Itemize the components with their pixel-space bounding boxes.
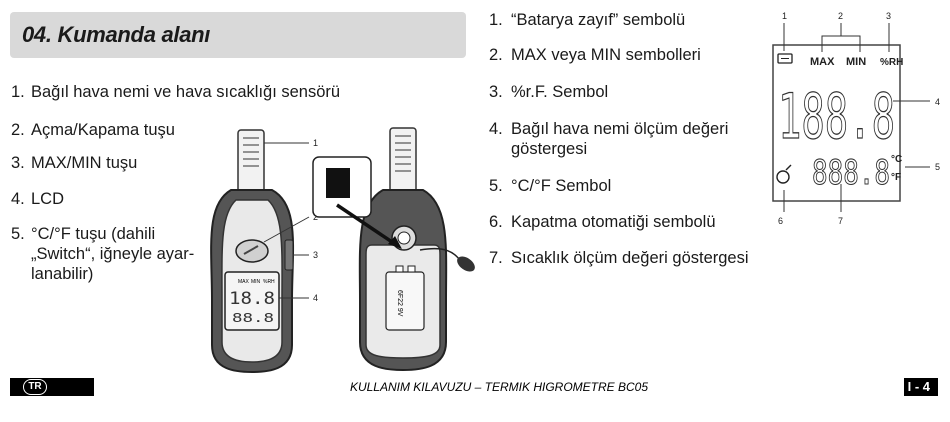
lcd-diagram: 1 2 3 4 5 6 7 MAX MIN %RH 188.8 888.8 °C… xyxy=(772,11,940,226)
device-lcd-digits: 88.8 xyxy=(232,311,274,325)
device-lcd xyxy=(224,271,280,331)
celsius-symbol: °C xyxy=(891,154,902,165)
page-number: I - 4 xyxy=(907,379,930,394)
callout-number: 2 xyxy=(313,212,318,222)
callout-number: 2 xyxy=(838,11,843,21)
max-symbol: MAX xyxy=(810,56,835,68)
list-item: 3.%r.F. Sembol xyxy=(489,83,609,101)
section-title: 04. Kumanda alanı xyxy=(22,22,211,47)
callout-number: 1 xyxy=(782,11,787,21)
auto-off-icon xyxy=(776,170,790,184)
list-item: 1.Bağıl hava nemi ve hava sıcaklığı sens… xyxy=(11,83,341,101)
footer-title: KULLANIM KILAVUZU – TERMIK HIGROMETRE BC… xyxy=(94,378,904,396)
callout-number: 3 xyxy=(313,250,318,260)
power-button xyxy=(235,239,269,263)
min-symbol: MIN xyxy=(846,56,866,68)
list-item: 7.Sıcaklık ölçüm değeri göstergesi xyxy=(489,249,749,267)
device-lcd-label: MAX xyxy=(238,279,250,285)
callout-number: 5 xyxy=(935,162,940,172)
callout-number: 4 xyxy=(313,293,318,303)
callout-number: 7 xyxy=(838,216,843,226)
device-lcd-label: %RH xyxy=(263,279,275,285)
list-item: 3.MAX/MIN tuşu xyxy=(11,154,138,172)
battery-label: 6F22 9V xyxy=(396,290,403,317)
list-item: 2.Açma/Kapama tuşu xyxy=(11,121,175,139)
rh-symbol: %RH xyxy=(880,57,903,68)
humidity-digits: 188.8 xyxy=(778,80,895,153)
device-lcd-label: MIN xyxy=(251,279,261,285)
callout-number: 1 xyxy=(313,138,318,148)
callout-number: 3 xyxy=(886,11,891,21)
language-badge: TR xyxy=(23,379,47,395)
list-item: 5.°C/°F tuşu (dahili„Switch“, iğneyle ay… xyxy=(11,225,195,283)
callout-number: 6 xyxy=(778,216,783,226)
temperature-digits: 888.8 xyxy=(812,153,890,193)
device-back: 6F22 9V xyxy=(312,127,475,372)
battery xyxy=(385,271,425,331)
battery-low-icon xyxy=(777,53,793,64)
sensor-probe xyxy=(237,129,265,193)
device-front: MAX MIN %RH 18.8 88.8 1 2 3 4 xyxy=(210,129,318,374)
list-item: 6.Kapatma otomatiği sembolü xyxy=(489,213,716,231)
list-item: 4.LCD xyxy=(11,190,65,208)
callout-number: 4 xyxy=(935,97,940,107)
list-item: 2.MAX veya MIN sembolleri xyxy=(489,46,701,64)
fahrenheit-symbol: °F xyxy=(891,172,901,183)
section-title-bar: 04. Kumanda alanı xyxy=(10,12,466,58)
footer-bar: TR KULLANIM KILAVUZU – TERMIK HIGROMETRE… xyxy=(10,378,938,396)
list-item: 1.“Batarya zayıf” sembolü xyxy=(489,11,686,29)
list-item: 5.°C/°F Sembol xyxy=(489,177,612,195)
device-lcd-digits: 18.8 xyxy=(229,289,275,309)
